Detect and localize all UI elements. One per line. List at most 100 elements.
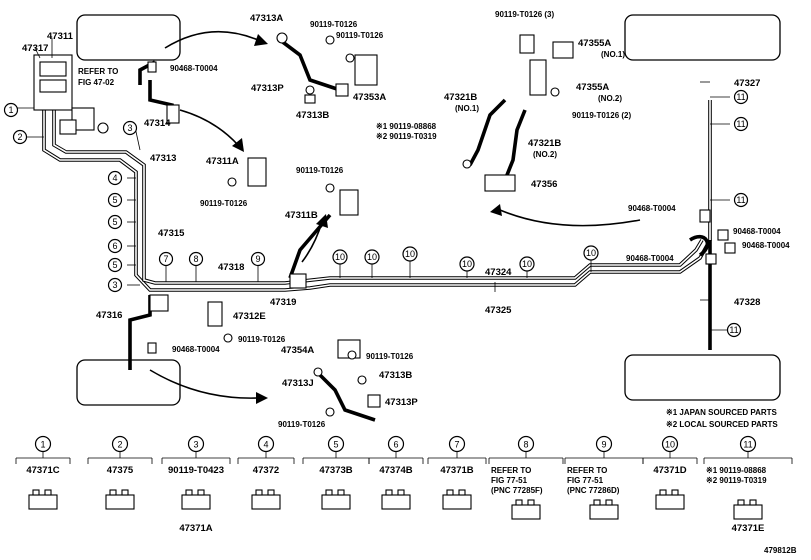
label-47355A-1: 47355A (578, 38, 611, 49)
legend-clip-drawing (589, 504, 619, 520)
callout-10-e: 10 (519, 256, 535, 272)
svg-text:8: 8 (193, 254, 198, 264)
label-47316: 47316 (96, 310, 122, 321)
legend-clip-drawing (655, 494, 685, 510)
label-no2-b: (NO.2) (533, 150, 557, 159)
refer-left-line1: REFER TO (78, 67, 118, 76)
label-47315: 47315 (158, 228, 185, 239)
legend-label: 47375 (107, 465, 134, 476)
label-90119-2: 90119-T0126 (2) (572, 111, 631, 120)
callout-1: 1 (3, 102, 19, 118)
label-47313P-bottom: 47313P (385, 397, 418, 408)
legend-clip-drawing (321, 494, 351, 510)
legend-callout-number: 4 (263, 440, 268, 450)
legend-clip-drawing (181, 494, 211, 510)
svg-text:2: 2 (17, 132, 22, 142)
label-47321B-2: 47321B (528, 138, 561, 149)
label-90119-a: 90119-T0126 (310, 20, 358, 29)
label-90468-left: 90468-T0004 (172, 345, 220, 354)
svg-text:5: 5 (112, 217, 117, 227)
legend-label: FIG 77-51 (567, 476, 604, 485)
label-47313A: 47313A (250, 13, 283, 24)
bracket-47316 (149, 294, 169, 312)
label-lc-t0319: ※2 90119-T0319 (376, 132, 437, 141)
svg-text:5: 5 (112, 195, 117, 205)
label-90119-3: 90119-T0126 (3) (495, 10, 554, 19)
clips-right-group (689, 209, 736, 265)
legend-label: 47371B (440, 465, 473, 476)
svg-text:5: 5 (112, 260, 117, 270)
label-47354A: 47354A (281, 345, 314, 356)
bracket-47314 (166, 104, 180, 124)
label-47313B-top: 47313B (296, 110, 329, 121)
label-90468-top: 90468-T0004 (170, 64, 218, 73)
bracket-47311B (325, 183, 359, 216)
legend-callout-number: 10 (665, 440, 675, 450)
junction-47319 (289, 273, 307, 289)
legend-label: 47373B (319, 465, 352, 476)
valve-assembly-47311 (33, 54, 109, 135)
legend-clip-drawing (28, 494, 58, 510)
legend-item-7: 7 47371B (427, 435, 487, 510)
callout-11-b: 11 (733, 116, 749, 132)
figure-id: 479812B (764, 546, 797, 555)
legend-callout-number: 7 (454, 440, 459, 450)
label-90468-r4: 90468-T0004 (626, 254, 674, 263)
legend-label: (PNC 77285F) (491, 486, 543, 495)
legend-clip-drawing (733, 504, 763, 520)
label-90119-e: 90119-T0126 (238, 335, 286, 344)
label-47318: 47318 (218, 262, 244, 273)
svg-text:7: 7 (163, 254, 168, 264)
label-47313P-top: 47313P (251, 83, 284, 94)
callout-5-a: 5 (107, 192, 123, 208)
label-no1-b: (NO.1) (455, 104, 479, 113)
reference-box-bottom-right (624, 354, 781, 401)
label-47312E: 47312E (233, 311, 266, 322)
label-47311: 47311 (47, 31, 74, 42)
label-90119-f: 90119-T0126 (366, 352, 414, 361)
bracket-47312E (207, 301, 233, 343)
legend-callout-number: 8 (523, 440, 528, 450)
callout-11-c: 11 (733, 192, 749, 208)
callouts: 1 2 3 4 5 5 6 5 3 7 8 9 10 10 10 10 10 1… (3, 89, 749, 338)
svg-text:10: 10 (367, 252, 377, 262)
label-47311B: 47311B (285, 210, 318, 221)
svg-text:1: 1 (8, 105, 13, 115)
callout-7: 7 (158, 251, 174, 267)
label-47313B-bottom: 47313B (379, 370, 412, 381)
svg-text:10: 10 (335, 252, 345, 262)
callout-2: 2 (12, 129, 28, 145)
label-47311A: 47311A (206, 156, 239, 167)
svg-text:3: 3 (112, 280, 117, 290)
refer-left-line2: FIG 47-02 (78, 78, 115, 87)
legend-callout-number: 5 (333, 440, 338, 450)
svg-text:4: 4 (112, 173, 117, 183)
label-47327: 47327 (734, 78, 760, 89)
callout-4: 4 (107, 170, 123, 186)
label-47313J: 47313J (282, 378, 314, 389)
callout-3-a: 3 (122, 120, 138, 136)
label-47314: 47314 (144, 118, 171, 129)
label-90119-d: 90119-T0126 (200, 199, 248, 208)
legend-item-4: 4 47372 (237, 435, 295, 510)
legend-clip-drawing (442, 494, 472, 510)
part-labels: 47311 47317 REFER TO FIG 47-02 90468-T00… (22, 10, 797, 555)
legend-sub-label: 47371E (732, 523, 765, 534)
svg-text:10: 10 (405, 249, 415, 259)
reference-box-top-right (624, 14, 781, 61)
bracket-47311A (227, 157, 267, 187)
legend-clip-drawing (511, 504, 541, 520)
label-47328: 47328 (734, 297, 760, 308)
label-47355A-2: 47355A (576, 82, 609, 93)
legend-label: 47374B (379, 465, 412, 476)
svg-text:9: 9 (255, 254, 260, 264)
legend-label: ※1 90119-08868 (706, 466, 767, 475)
label-90468-r1: 90468-T0004 (628, 204, 676, 213)
legend-label: 47372 (253, 465, 279, 476)
